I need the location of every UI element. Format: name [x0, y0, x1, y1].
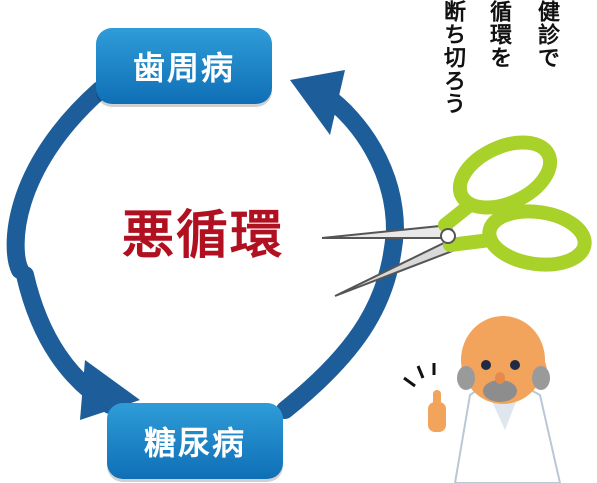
cycle-arrowhead-up — [290, 70, 345, 135]
vicious-cycle-label: 悪循環 — [121, 205, 284, 266]
cycle-arrow-right-lower — [276, 221, 404, 419]
doctor-thumbs-up — [403, 316, 562, 483]
cycle-arrow-left-upper — [6, 81, 109, 279]
periodontal-disease-box: 歯周病 — [96, 28, 272, 104]
cycle-arrow-right-upper — [316, 86, 404, 239]
scissors-icon — [321, 135, 592, 297]
vertical-text-3: 断ち切ろう — [440, 0, 465, 115]
vertical-text-2: 循環を — [486, 0, 511, 69]
diabetes-box: 糖尿病 — [107, 403, 283, 479]
vertical-text-1: 健診で — [534, 0, 559, 69]
